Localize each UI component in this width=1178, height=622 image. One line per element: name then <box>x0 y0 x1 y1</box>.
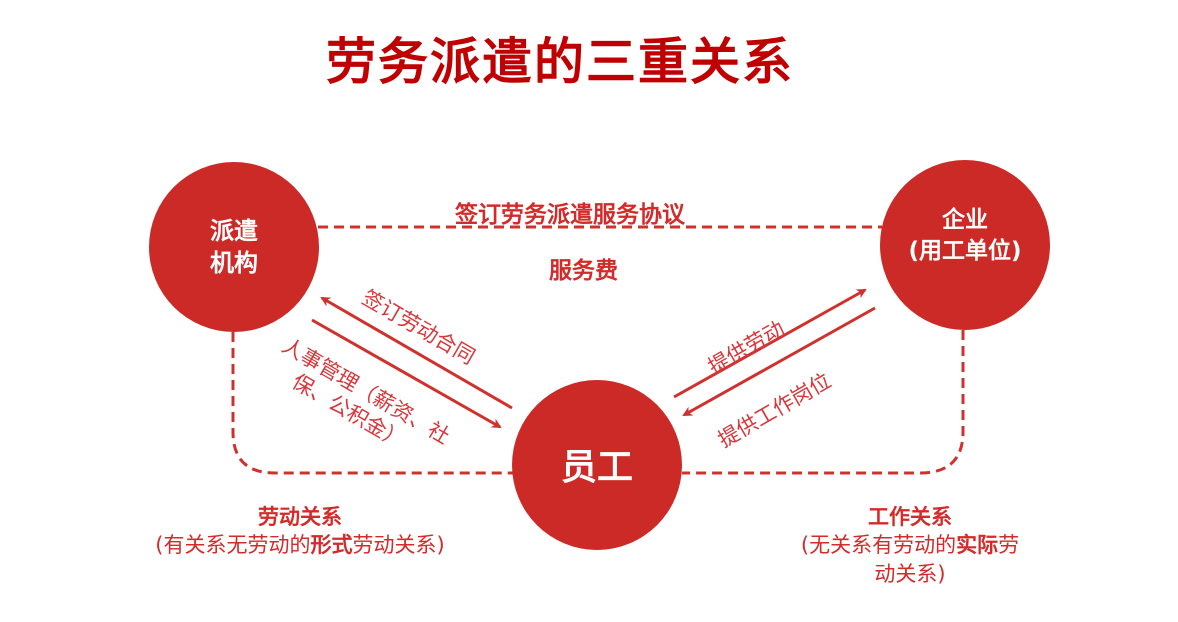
service-fee-label: 服务费 <box>549 258 618 284</box>
arrow-hr-to-employee <box>311 318 502 429</box>
agency-circle <box>149 162 319 332</box>
agency-node-label: 派遣 机构 <box>184 215 284 280</box>
work-relationship-caption: 工作关系 (无关系有劳动的实际劳 动关系) <box>770 503 1050 588</box>
employee-node-label: 员工 <box>560 447 633 488</box>
arrow-labor-to-enterprise <box>673 288 867 399</box>
labor-desc-emph: 形式 <box>310 533 353 558</box>
work-relationship-desc: (无关系有劳动的实际劳 <box>770 531 1050 559</box>
labor-relationship-title: 劳动关系 <box>258 505 342 529</box>
arrow-contract-to-agency <box>320 296 513 410</box>
labor-relationship-caption: 劳动关系 (有关系无劳动的形式劳动关系) <box>110 503 490 560</box>
labor-desc-pre: (有关系无劳动的 <box>155 533 311 558</box>
labor-relationship-desc: (有关系无劳动的形式劳动关系) <box>110 531 490 559</box>
enterprise-line1: 企业 <box>942 207 988 233</box>
labor-relationship-dashed-loop <box>231 332 515 475</box>
work-relationship-desc-line3: 动关系) <box>874 561 946 586</box>
work-relationship-title: 工作关系 <box>868 505 952 529</box>
work-desc-emph: 实际 <box>956 533 999 558</box>
work-desc-post: 劳 <box>998 533 1020 558</box>
agency-line2: 机构 <box>210 249 258 278</box>
enterprise-circle <box>880 160 1050 330</box>
enterprise-node-label: 企业 (用工单位) <box>885 205 1045 267</box>
arrow-position-to-employee <box>682 306 876 417</box>
work-desc-pre: (无关系有劳动的 <box>800 533 957 558</box>
service-agreement-label: 签订劳务派遣服务协议 <box>455 202 685 228</box>
enterprise-line2: (用工单位) <box>908 238 1022 265</box>
page-title: 劳务派遣的三重关系 <box>326 33 794 91</box>
employee-circle <box>512 380 682 550</box>
work-relationship-dashed-loop <box>682 330 965 475</box>
agency-line1: 派遣 <box>210 217 258 245</box>
labor-desc-post: 劳动关系) <box>352 533 445 558</box>
